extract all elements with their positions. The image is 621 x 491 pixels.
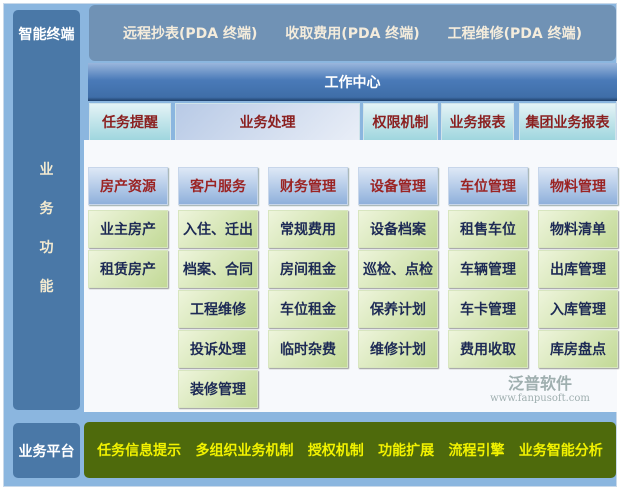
tab-permission[interactable]: 权限机制	[363, 103, 438, 141]
module-header[interactable]: 财务管理	[268, 167, 348, 205]
platform-item[interactable]: 功能扩展	[378, 443, 435, 459]
watermark-name: 泛普软件	[507, 374, 572, 393]
watermark-logo: 泛普软件 www.fanpusoft.com	[470, 372, 610, 408]
platform-item[interactable]: 多组织业务机制	[195, 443, 294, 459]
module-item[interactable]: 房间租金	[268, 250, 348, 288]
smart-terminal-label: 智能终端	[18, 27, 75, 43]
module-item[interactable]: 装修管理	[178, 370, 258, 408]
work-center-bar[interactable]: 工作中心	[88, 63, 617, 101]
module-item[interactable]: 车卡管理	[448, 290, 528, 328]
bf-char: 能	[39, 279, 54, 295]
bf-char: 务	[39, 201, 54, 217]
bf-char: 业	[39, 162, 54, 178]
module-item[interactable]: 租赁房产	[88, 250, 168, 288]
module-item[interactable]: 入库管理	[538, 290, 618, 328]
platform-item[interactable]: 业务智能分析	[518, 443, 603, 459]
tab-business-processing[interactable]: 业务处理	[175, 103, 360, 141]
left-column: 智能终端 业 务 功 能	[13, 10, 80, 410]
module-header[interactable]: 物料管理	[538, 167, 618, 205]
module-item[interactable]: 维修计划	[358, 330, 438, 368]
module-header[interactable]: 车位管理	[448, 167, 528, 205]
module-header[interactable]: 设备管理	[358, 167, 438, 205]
module-item[interactable]: 车辆管理	[448, 250, 528, 288]
module-item[interactable]: 工程维修	[178, 290, 258, 328]
module-item[interactable]: 投诉处理	[178, 330, 258, 368]
module-item[interactable]: 库房盘点	[538, 330, 618, 368]
module-header[interactable]: 房产资源	[88, 167, 168, 205]
tab-business-report[interactable]: 业务报表	[441, 103, 514, 141]
business-function-label: 业 务 功 能	[40, 159, 54, 296]
module-item[interactable]: 业主房产	[88, 210, 168, 248]
platform-item[interactable]: 流程引擎	[448, 443, 505, 459]
module-header[interactable]: 客户服务	[178, 167, 258, 205]
platform-bar: 任务信息提示 多组织业务机制 授权机制 功能扩展 流程引擎 业务智能分析	[84, 422, 616, 478]
platform-label: 业务平台	[13, 423, 80, 478]
module-item[interactable]: 租售车位	[448, 210, 528, 248]
platform-item[interactable]: 授权机制	[307, 443, 364, 459]
module-item[interactable]: 出库管理	[538, 250, 618, 288]
module-item[interactable]: 物料清单	[538, 210, 618, 248]
watermark-url: www.fanpusoft.com	[490, 393, 590, 404]
module-area	[84, 140, 617, 412]
platform-item[interactable]: 任务信息提示	[97, 443, 182, 459]
module-item[interactable]: 档案、合同	[178, 250, 258, 288]
module-item[interactable]: 设备档案	[358, 210, 438, 248]
terminal-panel: 远程抄表(PDA 终端) 收取费用(PDA 终端) 工程维修(PDA 终端)	[89, 5, 616, 61]
module-item[interactable]: 临时杂费	[268, 330, 348, 368]
module-item[interactable]: 保养计划	[358, 290, 438, 328]
terminal-item[interactable]: 收取费用(PDA 终端)	[285, 26, 420, 42]
tab-group-report[interactable]: 集团业务报表	[519, 103, 616, 141]
terminal-item[interactable]: 工程维修(PDA 终端)	[447, 26, 583, 42]
bf-char: 功	[39, 240, 54, 256]
module-item[interactable]: 巡检、点检	[358, 250, 438, 288]
module-item[interactable]: 车位租金	[268, 290, 348, 328]
module-item[interactable]: 常规费用	[268, 210, 348, 248]
module-item[interactable]: 入住、迁出	[178, 210, 258, 248]
module-item[interactable]: 费用收取	[448, 330, 528, 368]
tab-task-reminder[interactable]: 任务提醒	[89, 103, 171, 141]
terminal-item[interactable]: 远程抄表(PDA 终端)	[122, 26, 258, 42]
